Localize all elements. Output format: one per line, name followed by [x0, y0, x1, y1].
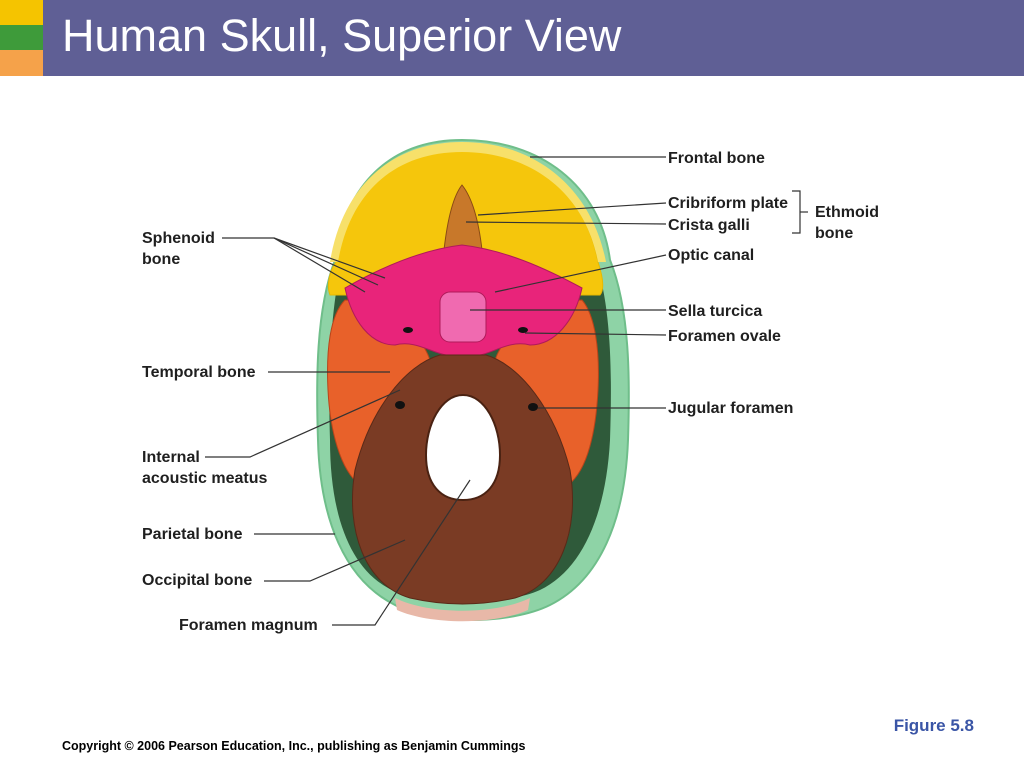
label-sphenoid-2: bone [142, 251, 180, 268]
corner-square-yellow [0, 0, 43, 25]
label-foramen-magnum: Foramen magnum [179, 617, 318, 634]
jugular-foramen-right [528, 403, 538, 411]
foramen-ovale-left [403, 327, 413, 333]
corner-square-green [0, 25, 43, 50]
sella-turcica-region [439, 291, 487, 343]
foramen-magnum-opening [424, 393, 502, 502]
leader-internal-acoustic-meatus [205, 389, 401, 458]
leader-sphenoid-bone-3 [273, 237, 366, 293]
posterior-rim [395, 598, 530, 622]
label-jugular-foramen: Jugular foramen [668, 400, 793, 417]
leader-sphenoid-bone-2 [273, 237, 386, 279]
title-bar [43, 0, 1024, 76]
leader-occipital-bone [264, 539, 406, 582]
ethmoid-bracket [792, 190, 801, 234]
label-internal-2: acoustic meatus [142, 470, 267, 487]
label-foramen-ovale: Foramen ovale [668, 328, 781, 345]
label-internal-1: Internal [142, 449, 200, 466]
label-sphenoid-1: Sphenoid [142, 230, 215, 247]
figure-label: Figure 5.8 [893, 716, 974, 735]
label-ethmoid-2: bone [815, 225, 853, 242]
label-ethmoid-1: Ethmoid [815, 204, 879, 221]
label-parietal-bone: Parietal bone [142, 526, 243, 543]
leader-optic-canal [494, 254, 667, 293]
leader-foramen-magnum [332, 479, 471, 626]
label-crista-galli: Crista galli [668, 217, 750, 234]
jugular-foramen-left [395, 401, 405, 409]
label-temporal-bone: Temporal bone [142, 364, 256, 381]
leader-crista-galli [465, 221, 667, 225]
label-sella-turcica: Sella turcica [668, 303, 762, 320]
label-frontal-bone: Frontal bone [668, 150, 765, 167]
leader-cribriform-plate [477, 202, 667, 216]
leader-foramen-ovale [524, 332, 667, 336]
label-optic-canal: Optic canal [668, 247, 754, 264]
copyright-notice: Copyright © 2006 Pearson Education, Inc.… [62, 739, 526, 753]
foramen-ovale-right [518, 327, 528, 333]
label-occipital-bone: Occipital bone [142, 572, 252, 589]
slide-title: Human Skull, Superior View [62, 10, 622, 61]
corner-square-orange [0, 50, 43, 76]
label-cribriform-plate: Cribriform plate [668, 195, 788, 212]
